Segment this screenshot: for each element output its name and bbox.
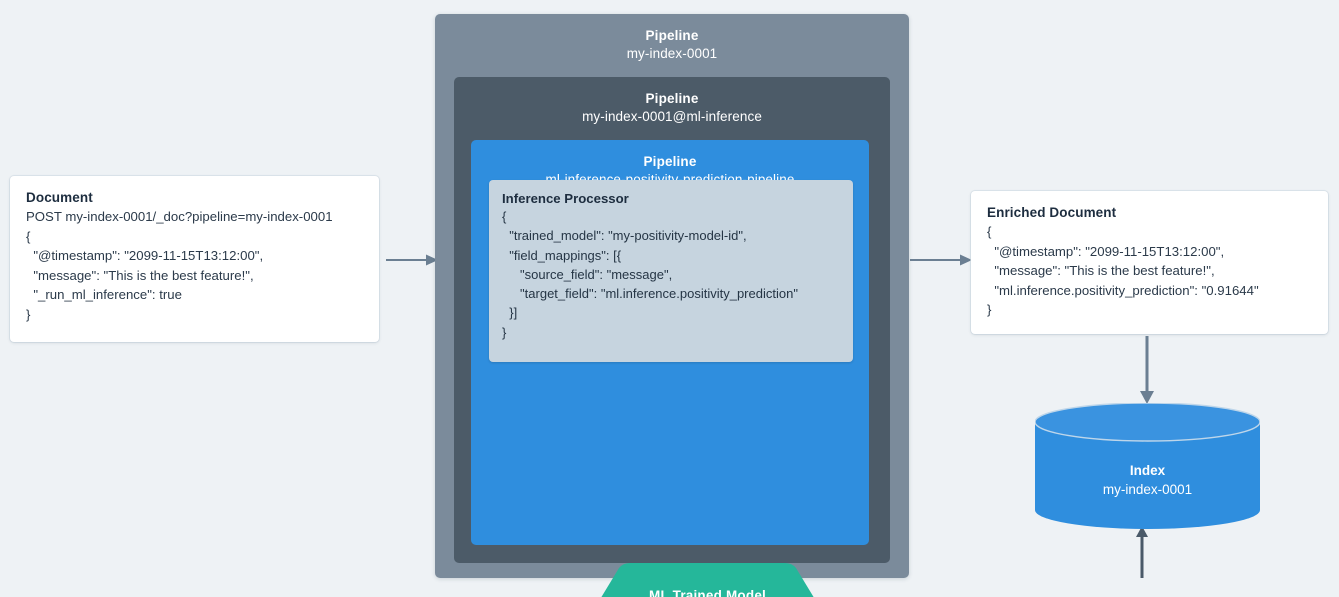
pipeline-outer-header: Pipeline my-index-0001 (435, 14, 909, 63)
index-title: Index (1129, 463, 1166, 478)
inference-processor-line-6: } (502, 324, 507, 340)
document-card-title: Document (26, 190, 93, 205)
arrow-enriched-to-index-icon (1135, 336, 1159, 404)
inference-processor-line-0: { (502, 209, 507, 224)
arrow-document-to-pipeline-icon (386, 248, 438, 272)
inference-processor-line-3: "source_field": "message", (502, 266, 673, 282)
enriched-line-4: } (987, 302, 992, 317)
pipeline-middle-label: Pipeline (645, 91, 699, 106)
document-line-4: "_run_ml_inference": true (26, 287, 182, 302)
pipeline-middle: Pipeline my-index-0001@ml-inference Pipe… (454, 77, 1148, 597)
arrow-pipeline-to-enriched-icon (910, 248, 972, 272)
pipeline-middle-header: Pipeline my-index-0001@ml-inference (454, 77, 890, 126)
enriched-line-3: "ml.inference.positivity_prediction": "0… (987, 282, 1259, 298)
document-line-5: } (26, 306, 31, 322)
index-cylinder: Index my-index-0001 (1035, 403, 1260, 529)
pipeline-inner: Pipeline ml-inference-positivity-predict… (471, 140, 1148, 597)
enriched-line-0: { (987, 224, 992, 239)
pipeline-inner-label: Pipeline (643, 154, 697, 169)
document-card: Document POST my-index-0001/_doc?pipelin… (10, 176, 379, 342)
index-cylinder-text: Index my-index-0001 (1035, 461, 1260, 500)
pipeline-middle-name: my-index-0001@ml-inference (582, 109, 762, 124)
document-line-1: { (26, 228, 31, 244)
inference-processor-title: Inference Processor (502, 191, 629, 206)
ml-trained-model-title: ML Trained Model (649, 587, 766, 597)
ml-trained-model-hexagon: ML Trained Model my-positivity-model-id (594, 561, 821, 597)
enriched-line-1: "@timestamp": "2099-11-15T13:12:00", (987, 243, 1225, 259)
enriched-document-title: Enriched Document (987, 205, 1117, 220)
pipeline-outer: Pipeline my-index-0001 Pipeline my-index… (435, 14, 1148, 597)
inference-processor-line-2: "field_mappings": [{ (502, 247, 622, 263)
document-line-2: "@timestamp": "2099-11-15T13:12:00", (26, 248, 264, 263)
document-line-0: POST my-index-0001/_doc?pipeline=my-inde… (26, 209, 333, 224)
ml-trained-model-text: ML Trained Model my-positivity-model-id (594, 561, 821, 597)
inference-processor-line-4: "target_field": "ml.inference.positivity… (502, 286, 798, 302)
arrow-model-to-processor-icon (1132, 526, 1152, 578)
index-name: my-index-0001 (1102, 482, 1193, 497)
inference-processor-line-1: "trained_model": "my-positivity-model-id… (502, 228, 747, 244)
pipeline-outer-name: my-index-0001 (626, 46, 718, 61)
inference-processor-panel: Inference Processor { "trained_model": "… (489, 180, 853, 362)
enriched-document-card: Enriched Document { "@timestamp": "2099-… (971, 191, 1328, 334)
inference-processor-line-5: }] (502, 305, 518, 321)
enriched-line-2: "message": "This is the best feature!", (987, 263, 1215, 278)
pipeline-outer-label: Pipeline (645, 28, 699, 43)
document-line-3: "message": "This is the best feature!", (26, 267, 254, 283)
